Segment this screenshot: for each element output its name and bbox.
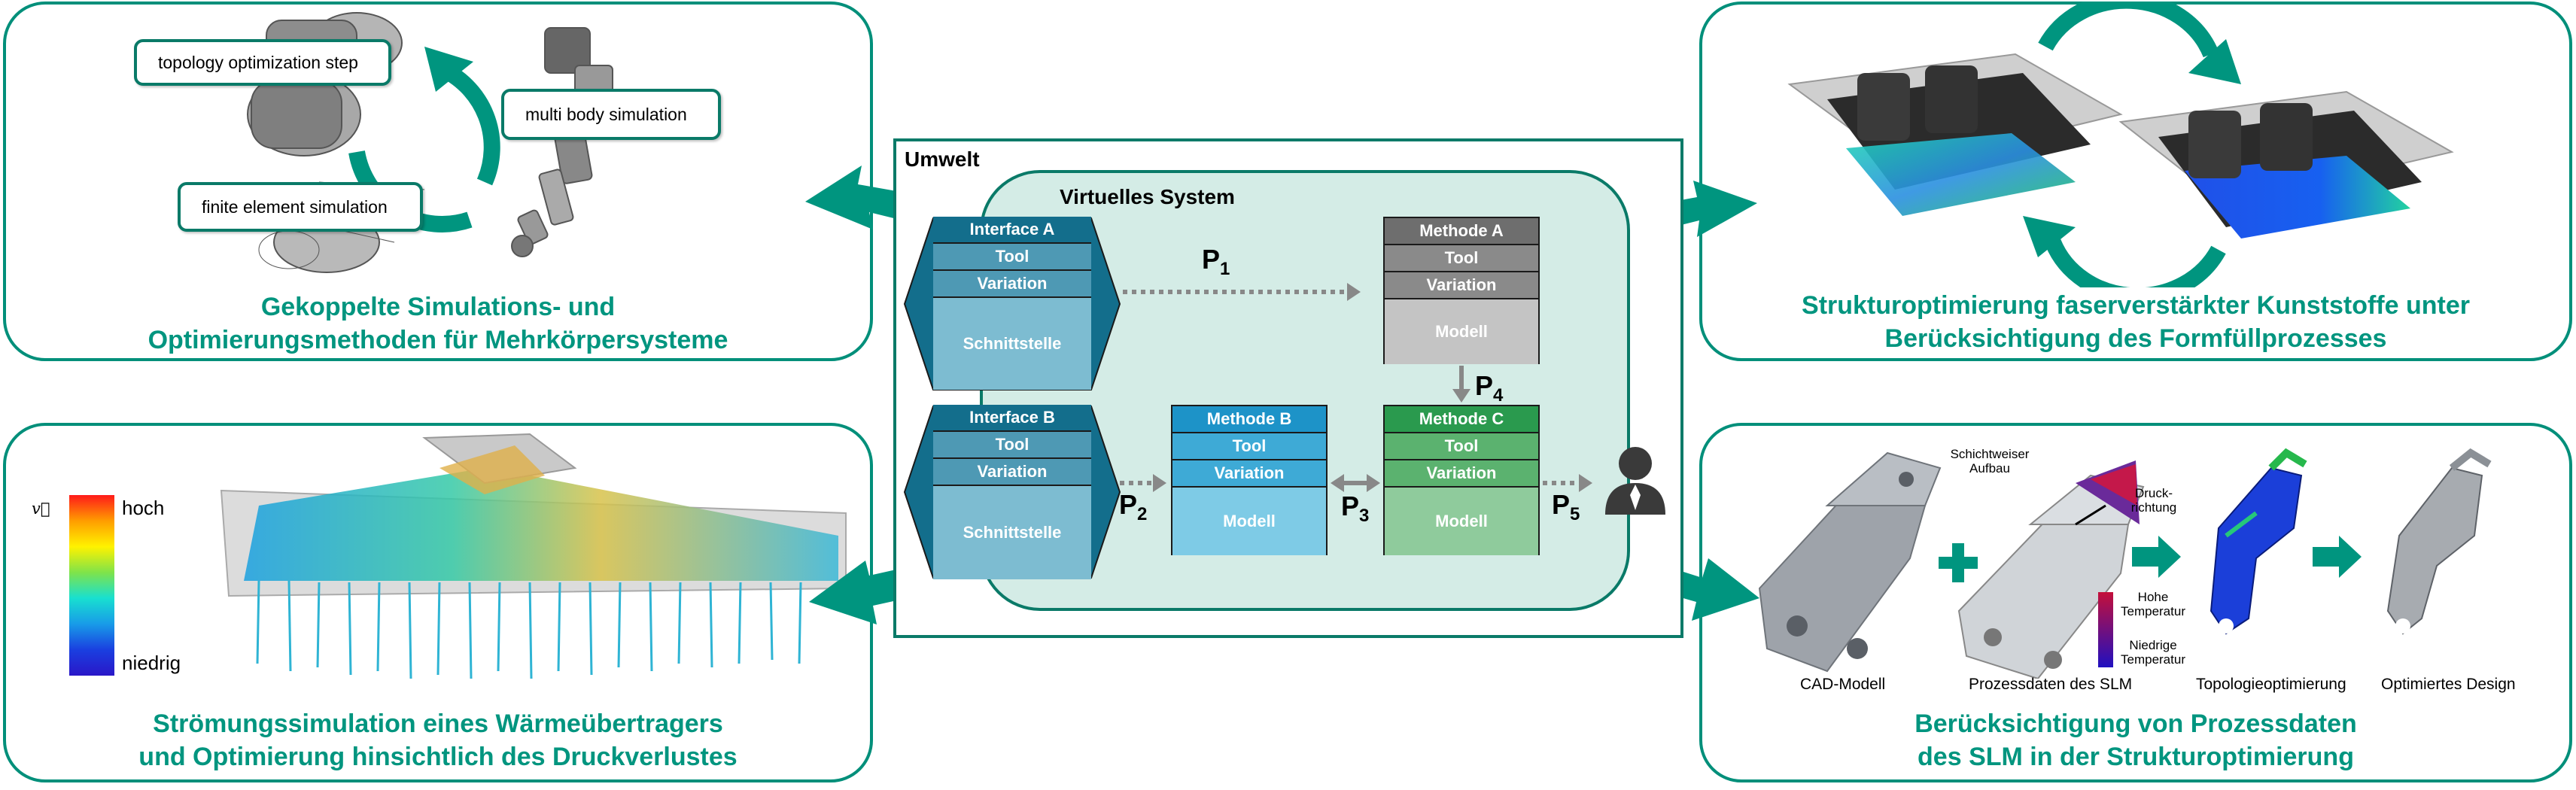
slm-direction-note: Druck- richtung <box>2130 486 2177 515</box>
velocity-colorbar <box>69 495 114 676</box>
slm-temp-low-note: Niedrige Temperatur <box>2121 638 2185 667</box>
step-label-optimized: Optimiertes Design <box>2381 676 2516 693</box>
velocity-symbol: v⃗ <box>32 500 50 518</box>
fiber-reinforced-parts-illustration <box>1787 2 2454 287</box>
panel-title-flow-simulation: Strömungssimulation eines Wärmeübertrage… <box>138 709 738 771</box>
legend-high-label: hoch <box>122 497 165 519</box>
interface-b-block: Interface B Tool Variation Schnittstelle <box>933 405 1091 579</box>
slm-process-illustration <box>1758 448 2492 679</box>
virtual-system-label: Virtuelles System <box>1060 185 1235 208</box>
interface-a-block: Interface A Tool Variation Schnittstelle <box>933 217 1091 391</box>
callout-finite-element: finite element simulation <box>178 182 423 232</box>
path-label-p3: P3 <box>1341 491 1370 527</box>
method-a-block: Methode A Tool Variation Modell <box>1383 217 1540 364</box>
slm-layer-note: Schichtweiser Aufbau <box>1950 447 2030 476</box>
user-icon <box>1605 447 1665 515</box>
method-c-block: Methode C Tool Variation Modell <box>1383 405 1540 555</box>
slm-temp-high-note: Hohe Temperatur <box>2121 590 2185 618</box>
path-label-p2: P2 <box>1119 489 1148 525</box>
path-label-p4: P4 <box>1475 370 1504 406</box>
environment-label: Umwelt <box>905 147 980 171</box>
path-label-p5: P5 <box>1552 489 1580 525</box>
path-label-p1: P1 <box>1202 244 1230 280</box>
panel-title-slm-process-data: Berücksichtigung von Prozessdaten des SL… <box>1915 709 2357 771</box>
panel-title-coupled-simulation: Gekoppelte Simulations- und Optimierungs… <box>148 293 728 354</box>
legend-low-label: niedrig <box>122 652 181 674</box>
step-label-cad: CAD-Modell <box>1800 676 1886 693</box>
step-label-slm-data: Prozessdaten des SLM <box>1969 676 2133 693</box>
heat-exchanger-flow-illustration <box>220 433 847 679</box>
panel-title-fiber-reinforced: Strukturoptimierung faserverstärkter Kun… <box>1802 291 2470 353</box>
panel-fiber-reinforced <box>1699 2 2572 361</box>
callout-topology-step: topology optimization step <box>134 39 391 86</box>
method-b-block: Methode B Tool Variation Modell <box>1171 405 1328 555</box>
callout-multibody: multi body simulation <box>501 89 721 140</box>
multibody-robot-illustration <box>247 12 613 273</box>
step-label-topology: Topologieoptimierung <box>2196 676 2346 693</box>
